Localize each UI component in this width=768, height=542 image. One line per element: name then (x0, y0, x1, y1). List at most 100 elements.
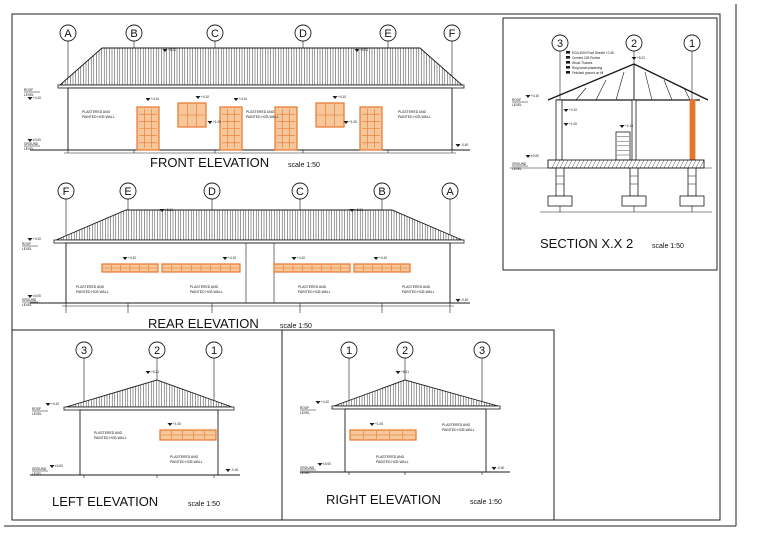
grid-bubble-s2 (625, 34, 643, 52)
roof-level-label-2: LEVEL (24, 93, 34, 97)
right-opening-level: +1.00 (375, 422, 383, 426)
grid-label-C: C (296, 186, 304, 198)
left-ridge-level-marker (145, 371, 151, 374)
grid-bubble-F (57, 182, 75, 200)
front-opening-level-2-marker (195, 96, 201, 99)
grid-label-F: F (63, 186, 70, 198)
hatch-line (583, 159, 589, 169)
front-wall-note-5: PLASTERED AND (398, 110, 427, 114)
right-natural-ground-level: -0.40 (497, 466, 504, 470)
hatch-line (587, 159, 593, 169)
rear-opening-level-3-marker (291, 257, 297, 260)
section-door-level: +2.10 (625, 124, 633, 128)
section-note-marker-2 (566, 56, 570, 59)
front-sill-level-2-marker (343, 121, 349, 124)
left-natural-ground-level-marker (225, 469, 231, 472)
grid-label-r1: 1 (346, 345, 352, 357)
section-ridge-level: +5.21 (637, 56, 645, 60)
grid-bubble-C (206, 24, 224, 42)
section-frame (502, 17, 718, 271)
front-ground-level: ±0.00 (33, 138, 41, 142)
truss-web (644, 71, 653, 101)
left-wall-note-4: PAINTED HCB WALL (170, 460, 203, 464)
right-elevation-title: RIGHT ELEVATION (326, 492, 441, 507)
rear-elevation-title: REAR ELEVATION (148, 316, 259, 331)
left-elevation-scale: scale 1:50 (188, 501, 220, 508)
truss-web (663, 79, 673, 101)
rear-ground-level-marker (27, 295, 33, 298)
roof-level-label: ROOF (512, 98, 521, 102)
rear-wall-note-6: PAINTED HCB WALL (298, 290, 331, 294)
left-roof-corrugation (67, 380, 233, 407)
rear-ridge-level-2-marker (349, 209, 355, 212)
truss-web (615, 71, 625, 101)
section-ground-level: ±0.00 (531, 154, 539, 158)
front-opening-level-4-marker (332, 96, 338, 99)
front-eave-level-marker (27, 97, 33, 100)
left-wall (79, 409, 219, 476)
front-sill-level-marker (207, 121, 213, 124)
left-eave-level: +4.10 (51, 402, 59, 406)
grid-label-C: C (211, 28, 219, 40)
hatch-line (603, 159, 609, 169)
left-wall-note-1: PLASTERED AND (94, 431, 123, 435)
ground-level-label-2: LEVEL (22, 303, 32, 307)
grid-label-E: E (124, 186, 131, 198)
rear-ridge-level-marker (159, 209, 165, 212)
right-ground-level: ±0.00 (323, 462, 331, 466)
section-sill-level: +1.00 (569, 122, 577, 126)
left-elevation-title: LEFT ELEVATION (52, 494, 158, 509)
ground-level-label-2: LEVEL (512, 167, 522, 171)
front-ridge-level-marker (162, 49, 168, 52)
rear-opening-level-2-marker (222, 257, 228, 260)
hatch-line (551, 159, 557, 169)
front-ridge-level-2-marker (354, 49, 360, 52)
hatch-line (563, 159, 569, 169)
front-wall-note-4: PAINTED HCB WALL (246, 115, 279, 119)
hatch-line (555, 159, 561, 169)
left-eave-level-marker (45, 403, 51, 406)
section-wall-left (555, 99, 563, 161)
ground-level-label-2: LEVEL (24, 147, 34, 151)
grid-label-A: A (446, 186, 454, 198)
grid-bubble-l2 (148, 341, 166, 359)
grid-bubble-s1 (683, 34, 701, 52)
hatch-line (579, 159, 585, 169)
front-opening-level: +4.10 (151, 97, 159, 101)
hatch-line (571, 159, 577, 169)
rear-ground-level: ±0.00 (33, 294, 41, 298)
grid-bubble-B (125, 24, 143, 42)
hatch-line (627, 159, 633, 169)
hatch-line (695, 159, 701, 169)
grid-label-s1: 1 (689, 38, 695, 50)
rear-wall-note-5: PLASTERED AND (298, 285, 327, 289)
hatch-line (679, 159, 685, 169)
rear-natural-ground-level: -0.40 (461, 298, 468, 302)
rear-opening-level-3: +4.10 (297, 256, 305, 260)
front-wall-note-1: PLASTERED AND (82, 110, 111, 114)
rear-elevation-scale: scale 1:50 (280, 323, 312, 330)
ground-level-label: GROUND (300, 466, 315, 470)
hatch-line (699, 159, 705, 169)
rear-opening-level-2: +4.10 (228, 256, 236, 260)
right-eave-level-marker (315, 401, 321, 404)
grid-label-D: D (299, 28, 307, 40)
roof-level-label-2: LEVEL (512, 103, 522, 107)
grid-bubble-F (443, 24, 461, 42)
front-opening-level-3: +4.10 (239, 97, 247, 101)
hatch-line (607, 159, 613, 169)
left-ridge-level: +5.21 (151, 370, 159, 374)
section-note-2: Cement CIB Purline (572, 56, 600, 60)
left-opening-level: +1.00 (173, 422, 181, 426)
front-opening-level-3-marker (233, 98, 239, 101)
front-opening-level-4: +4.10 (338, 95, 346, 99)
hatch-line (663, 159, 669, 169)
grid-label-B: B (378, 186, 385, 198)
right-opening-level-marker (369, 423, 375, 426)
front-ground-level-marker (27, 139, 33, 142)
grid-bubble-l3 (75, 341, 93, 359)
grid-label-s3: 3 (557, 38, 563, 50)
right-ridge-level: +5.21 (401, 370, 409, 374)
rear-opening-level-4-marker (373, 257, 379, 260)
